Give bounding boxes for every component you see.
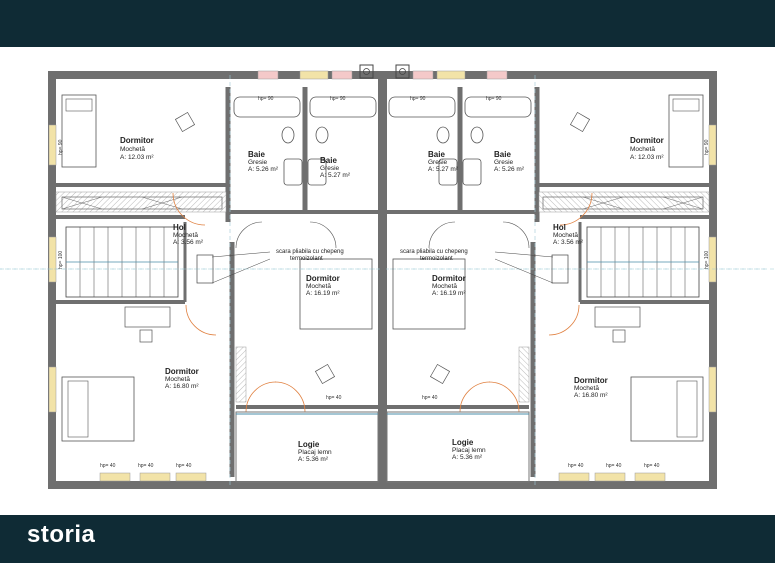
room-floor: Mochetă: [553, 232, 578, 239]
room-name: Baie: [428, 150, 445, 159]
stair-note: scara pliabila cu chepeng: [400, 249, 468, 255]
room-name: Baie: [320, 156, 337, 165]
room-area: A: 5.26 m²: [494, 166, 525, 173]
room-area: A: 12.03 m²: [120, 154, 154, 161]
room-name: Baie: [494, 150, 511, 159]
room-floor: Gresie: [320, 165, 340, 172]
room-area: A: 3.56 m²: [553, 239, 584, 246]
room-floor: Gresie: [428, 159, 448, 166]
left-labels: Dormitor Mochetă A: 12.03 m² Baie Gresie…: [58, 96, 351, 469]
room-name: Dormitor: [120, 136, 154, 145]
room-area: A: 12.03 m²: [630, 154, 664, 161]
room-floor: Gresie: [248, 159, 268, 166]
room-area: A: 5.36 m²: [298, 456, 329, 463]
hp-label: hp= 40: [138, 463, 154, 469]
roof-window-icon: [359, 64, 374, 79]
room-floor: Gresie: [494, 159, 514, 166]
room-name: Dormitor: [306, 274, 340, 283]
hp-label: hp= 90: [330, 96, 346, 102]
hp-label: hp= 40: [568, 463, 584, 469]
room-name: Dormitor: [630, 136, 664, 145]
room-area: A: 16.19 m²: [306, 290, 340, 297]
floor-plan: Dormitor Mochetă A: 12.03 m² Baie Gresie…: [0, 47, 775, 515]
roof-window-icon: [395, 64, 410, 79]
hp-label: hp= 40: [422, 395, 438, 401]
room-name: Logie: [298, 440, 320, 449]
room-floor: Mochetă: [574, 385, 599, 392]
room-floor: Placaj lemn: [452, 447, 486, 454]
hp-label: hp= 100: [58, 251, 64, 269]
room-name: Baie: [248, 150, 265, 159]
hp-label: hp= 90: [410, 96, 426, 102]
room-name: Dormitor: [165, 367, 199, 376]
room-floor: Mochetă: [306, 283, 331, 290]
hp-label: hp= 40: [606, 463, 622, 469]
stair-note: termoizolant: [290, 256, 323, 262]
room-name: Hol: [173, 223, 186, 232]
room-floor: Placaj lemn: [298, 449, 332, 456]
hp-label: hp= 90: [486, 96, 502, 102]
hp-label: hp= 40: [100, 463, 116, 469]
hp-label: hp= 90: [58, 139, 64, 155]
room-area: A: 16.80 m²: [574, 392, 608, 399]
room-area: A: 16.80 m²: [165, 383, 199, 390]
room-area: A: 5.27 m²: [320, 172, 351, 179]
room-floor: Mochetă: [120, 146, 145, 153]
room-floor: Mochetă: [630, 146, 655, 153]
room-floor: Mochetă: [173, 232, 198, 239]
room-floor: Mochetă: [165, 376, 190, 383]
hp-label: hp= 40: [176, 463, 192, 469]
hp-label: hp= 90: [258, 96, 274, 102]
stair-note: termoizolant: [420, 256, 453, 262]
hp-label: hp= 40: [644, 463, 660, 469]
bottom-bar: storia: [0, 515, 775, 563]
hp-label: hp= 90: [704, 139, 710, 155]
room-area: A: 3.56 m²: [173, 239, 204, 246]
room-area: A: 5.26 m²: [248, 166, 279, 173]
room-name: Dormitor: [574, 376, 608, 385]
stair-note: scara pliabila cu chepeng: [276, 249, 344, 255]
room-area: A: 5.27 m²: [428, 166, 459, 173]
storia-logo: storia: [27, 521, 96, 548]
hp-label: hp= 100: [704, 251, 710, 269]
top-bar: [0, 0, 775, 47]
room-floor: Mochetă: [432, 283, 457, 290]
hp-label: hp= 40: [326, 395, 342, 401]
room-area: A: 5.36 m²: [452, 454, 483, 461]
room-name: Logie: [452, 438, 474, 447]
room-area: A: 16.19 m²: [432, 290, 466, 297]
right-labels: Dormitor Mochetă A: 12.03 m² Baie Gresie…: [400, 96, 710, 469]
room-name: Dormitor: [432, 274, 466, 283]
room-name: Hol: [553, 223, 566, 232]
